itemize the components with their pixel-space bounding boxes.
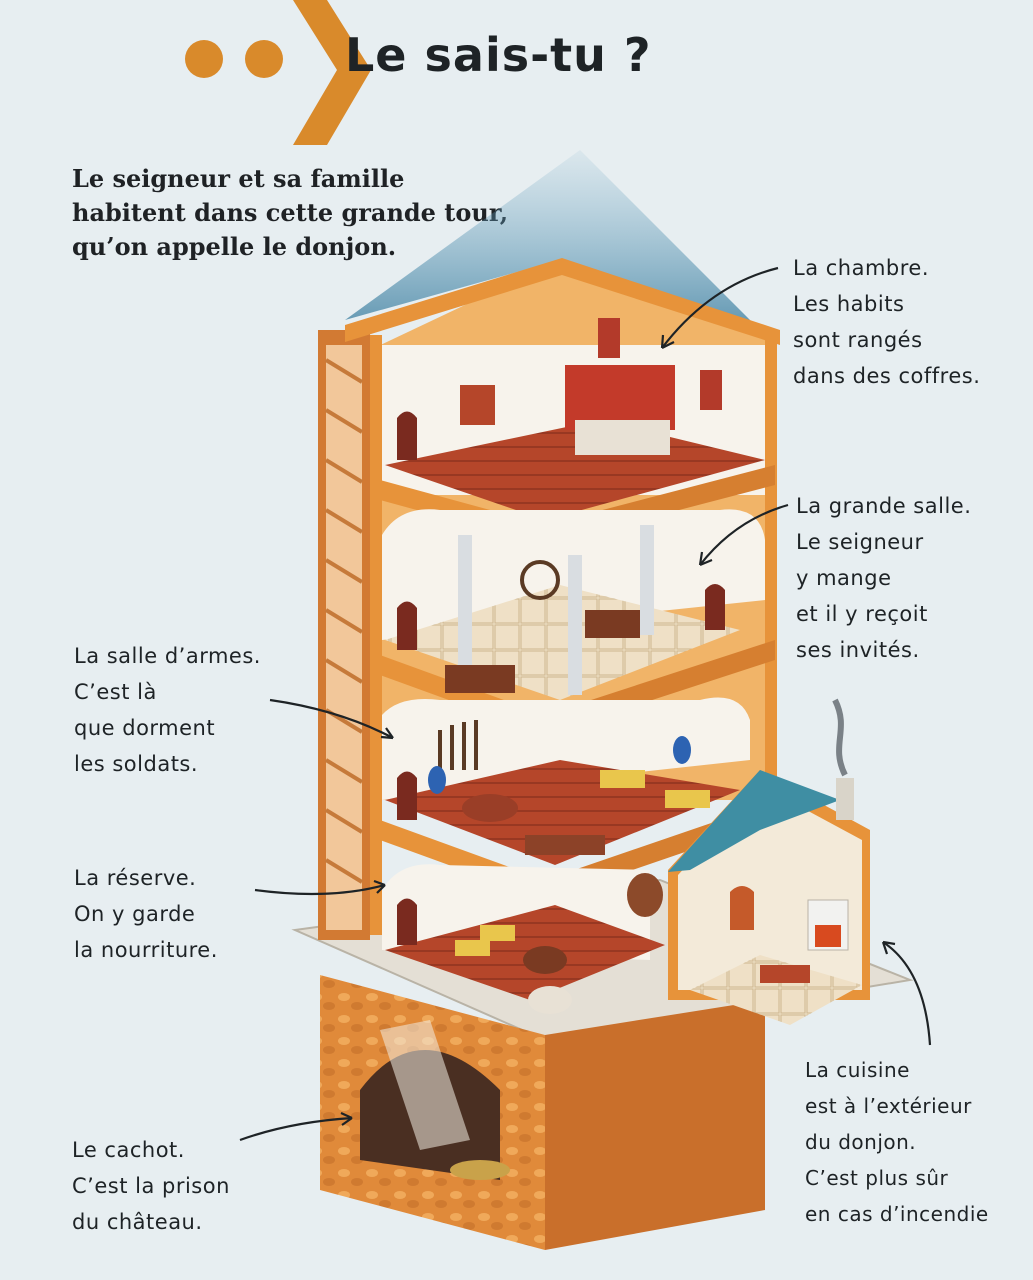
label-line: la nourriture. [74,938,218,962]
label-chambre: La chambre. Les habits sont rangés dans … [793,250,980,394]
label-line: La cuisine [805,1058,910,1082]
label-line: y mange [796,566,892,590]
chevron-right-icon [293,0,371,145]
intro-line: habitent dans cette grande tour, [72,198,509,227]
label-salle-armes: La salle d’armes. C’est là que dorment l… [74,638,261,782]
roof-haze [345,150,760,330]
label-line: en cas d’incendie [805,1202,989,1226]
label-line: les soldats. [74,752,199,776]
label-cuisine: La cuisine est à l’extérieur du donjon. … [805,1052,989,1232]
page-header: Le sais-tu ? [0,0,1033,150]
label-line: La grande salle. [796,494,972,518]
label-line: Les habits [793,292,905,316]
pointer-arrows [239,266,932,1142]
intro-text: Le seigneur et sa famille habitent dans … [72,162,592,264]
room-reserve [382,864,665,1014]
page-title: Le sais-tu ? [345,28,652,82]
label-line: C’est plus sûr [805,1166,949,1190]
label-line: On y garde [74,902,196,926]
label-line: du château. [72,1210,203,1234]
room-cuisine [668,698,870,1025]
label-cachot: Le cachot. C’est la prison du château. [72,1132,230,1240]
label-line: ses invités. [796,638,920,662]
label-line: et il y reçoit [796,602,928,626]
label-line: sont rangés [793,328,923,352]
label-line: La réserve. [74,866,197,890]
intro-line: qu’on appelle le donjon. [72,232,397,261]
label-line: du donjon. [805,1130,917,1154]
label-line: est à l’extérieur [805,1094,972,1118]
label-line: C’est là [74,680,157,704]
orange-dot-icon [245,40,283,78]
label-reserve: La réserve. On y garde la nourriture. [74,860,218,968]
label-line: Le cachot. [72,1138,185,1162]
label-line: La salle d’armes. [74,644,261,668]
orange-dot-icon [185,40,223,78]
label-line: que dorment [74,716,216,740]
spiral-staircase [318,330,370,940]
label-line: La chambre. [793,256,930,280]
label-line: C’est la prison [72,1174,230,1198]
label-line: dans des coffres. [793,364,981,388]
label-grande-salle: La grande salle. Le seigneur y mange et … [796,488,971,668]
label-line: Le seigneur [796,530,924,554]
intro-line: Le seigneur et sa famille [72,164,405,193]
